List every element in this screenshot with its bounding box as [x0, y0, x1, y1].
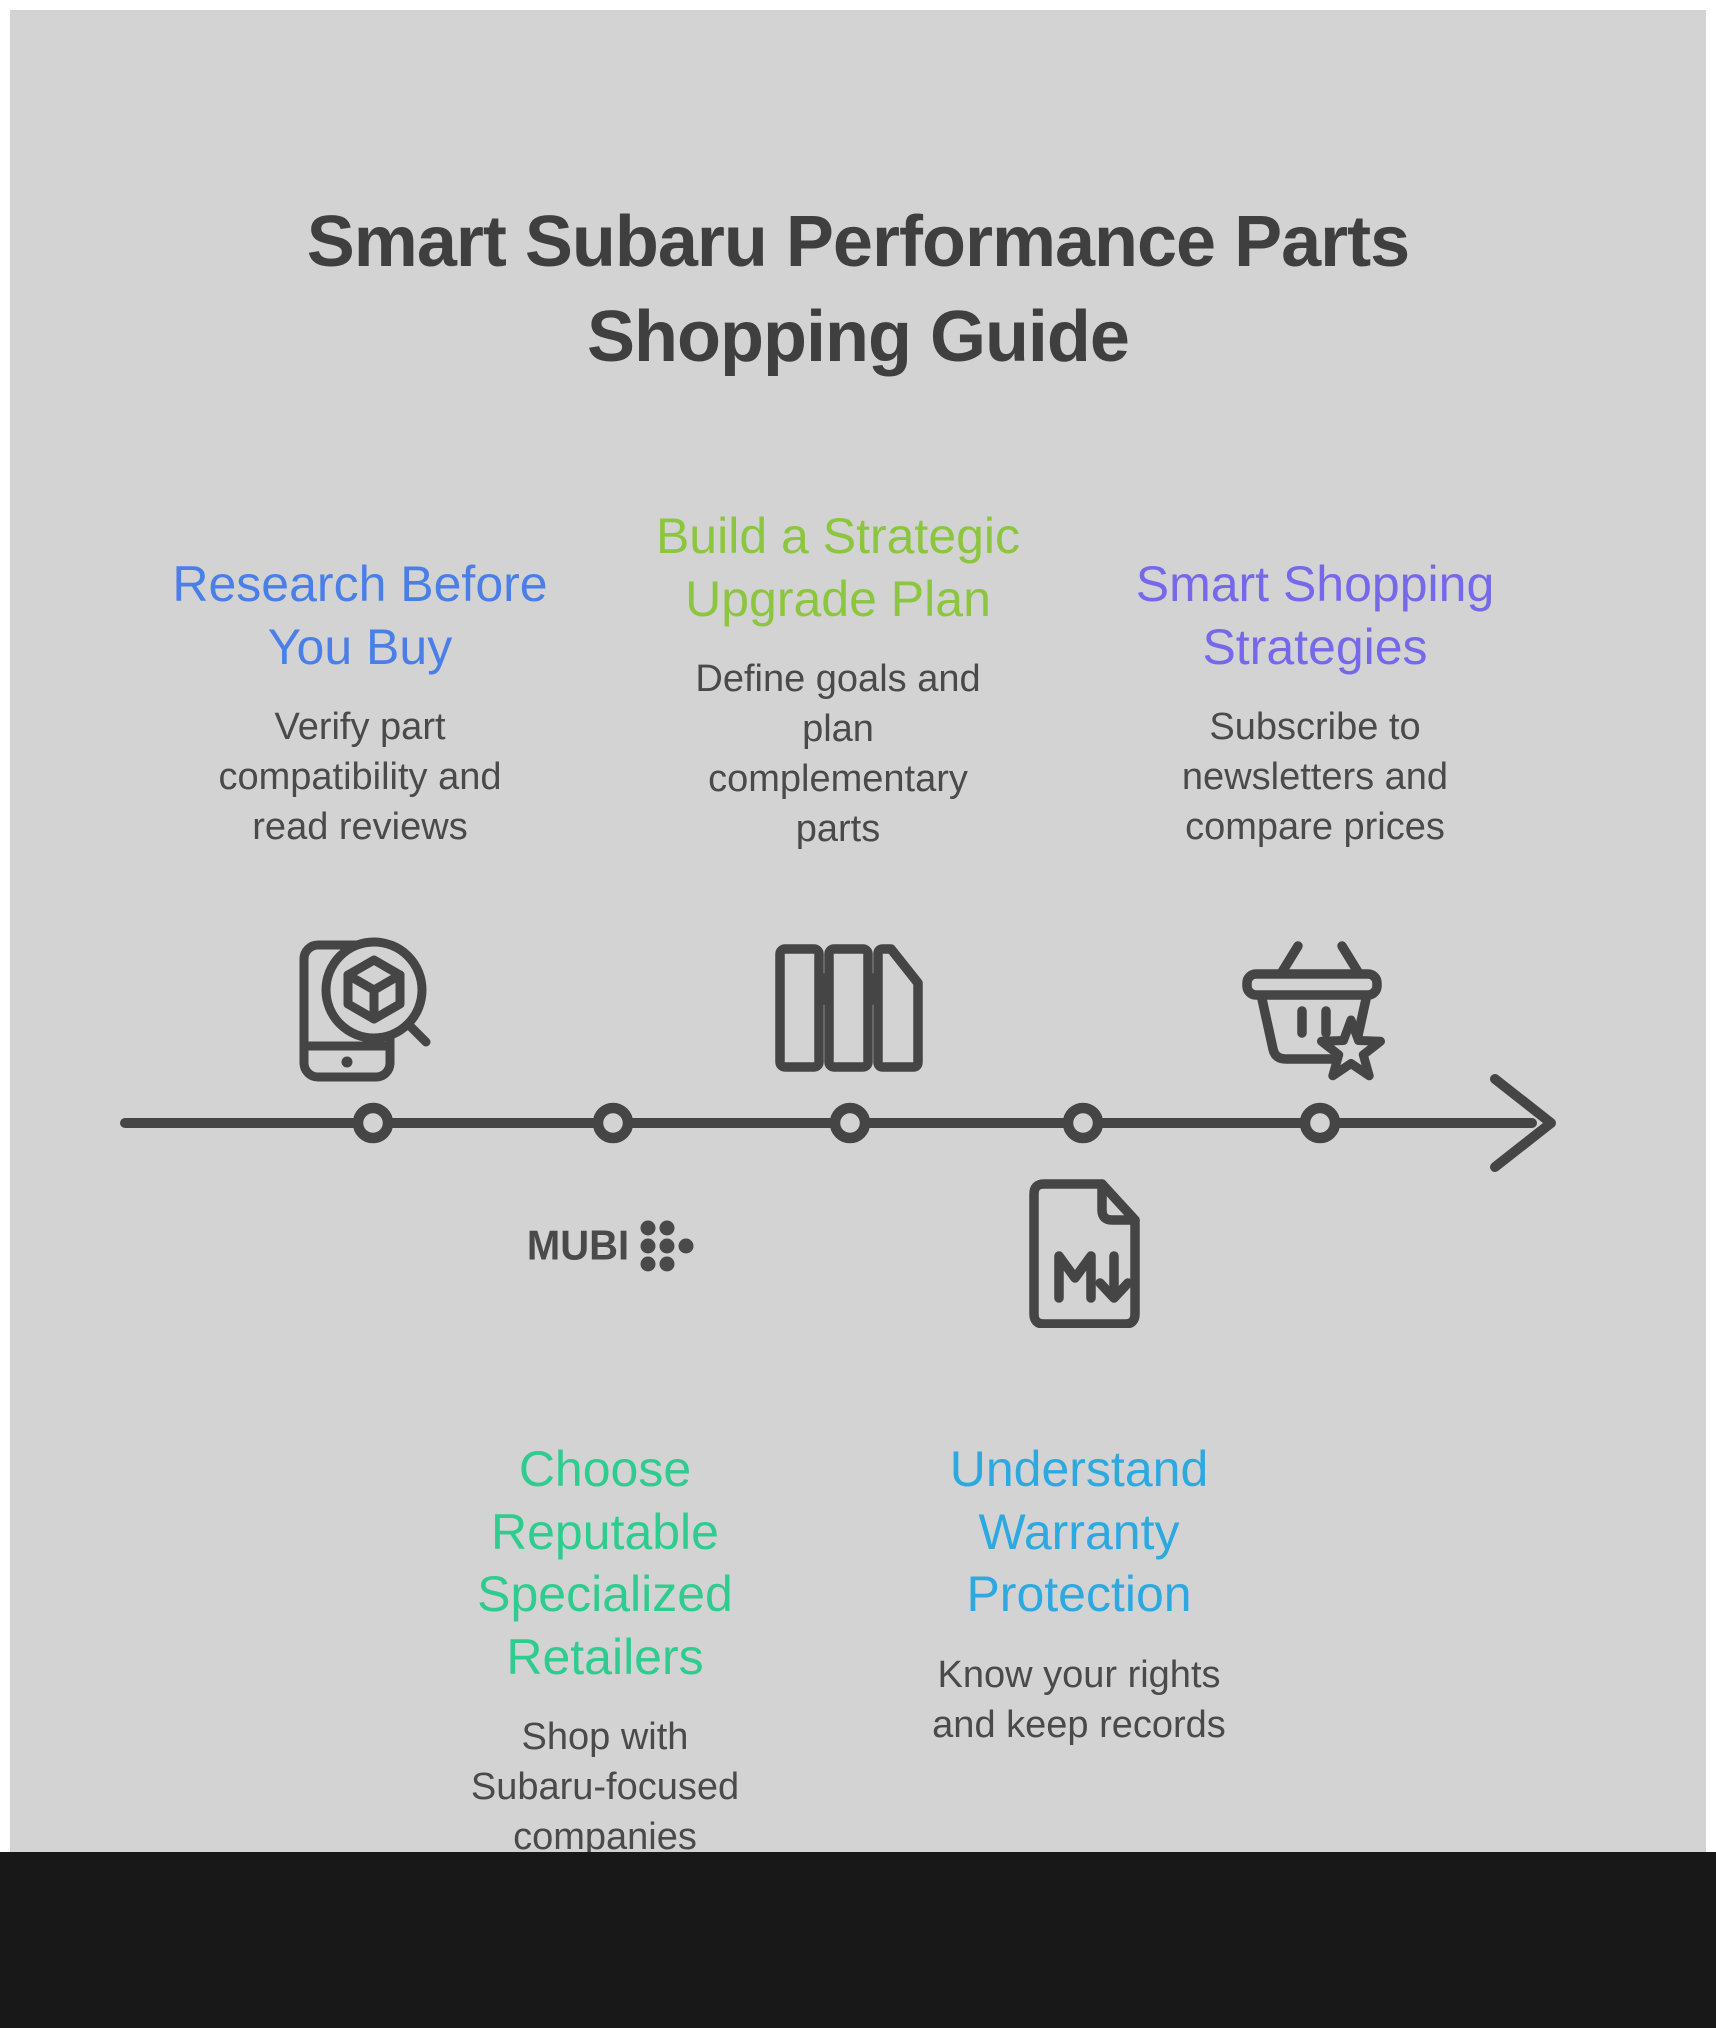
mubi-logo-dots-icon [640, 1220, 694, 1272]
timeline [120, 1074, 1556, 1172]
step-research: Research Before You Buy Verify part comp… [140, 553, 580, 852]
step-body: Know your rights and keep records [932, 1653, 1226, 1746]
timeline-dot-3 [829, 1102, 871, 1144]
page-title-text: Smart Subaru Performance Parts Shopping … [306, 202, 1410, 378]
step-upgrade-plan: Build a Strategic Upgrade Plan Define go… [628, 505, 1048, 855]
step-shopping-strategies: Smart Shopping Strategies Subscribe to n… [1095, 553, 1535, 852]
basket-star-icon [1238, 936, 1394, 1088]
footer-bar [0, 1852, 1716, 2028]
mubi-logo-text: MUBI [526, 1222, 630, 1269]
timeline-dot-2 [592, 1102, 634, 1144]
timeline-dot-1 [352, 1102, 394, 1144]
step-heading: Choose Reputable Specialized Retailers [477, 1441, 733, 1685]
markdown-file-icon [1022, 1176, 1147, 1328]
timeline-arrow-icon [1490, 1074, 1556, 1172]
mubi-logo: MUBI [506, 1210, 716, 1282]
step-heading: Research Before You Buy [172, 556, 548, 675]
timeline-dot-4 [1062, 1102, 1104, 1144]
infographic-canvas: Smart Subaru Performance Parts Shopping … [10, 10, 1706, 1858]
step-body: Verify part compatibility and read revie… [218, 706, 502, 849]
step-warranty: Understand Warranty Protection Know your… [899, 1438, 1259, 1750]
phone-search-icon [298, 936, 446, 1086]
step-body: Define goals and plan complementary part… [695, 658, 981, 851]
step-heading: Smart Shopping Strategies [1135, 556, 1495, 675]
page-title: Smart Subaru Performance Parts Shopping … [10, 195, 1706, 385]
step-body: Shop with Subaru-focused companies [470, 1716, 740, 1859]
step-body: Subscribe to newsletters and compare pri… [1181, 706, 1449, 849]
timeline-dot-5 [1299, 1102, 1341, 1144]
step-heading: Build a Strategic Upgrade Plan [655, 508, 1021, 627]
step-retailers: Choose Reputable Specialized Retailers S… [425, 1438, 785, 1862]
step-heading: Understand Warranty Protection [949, 1441, 1209, 1622]
books-icon [773, 942, 923, 1074]
